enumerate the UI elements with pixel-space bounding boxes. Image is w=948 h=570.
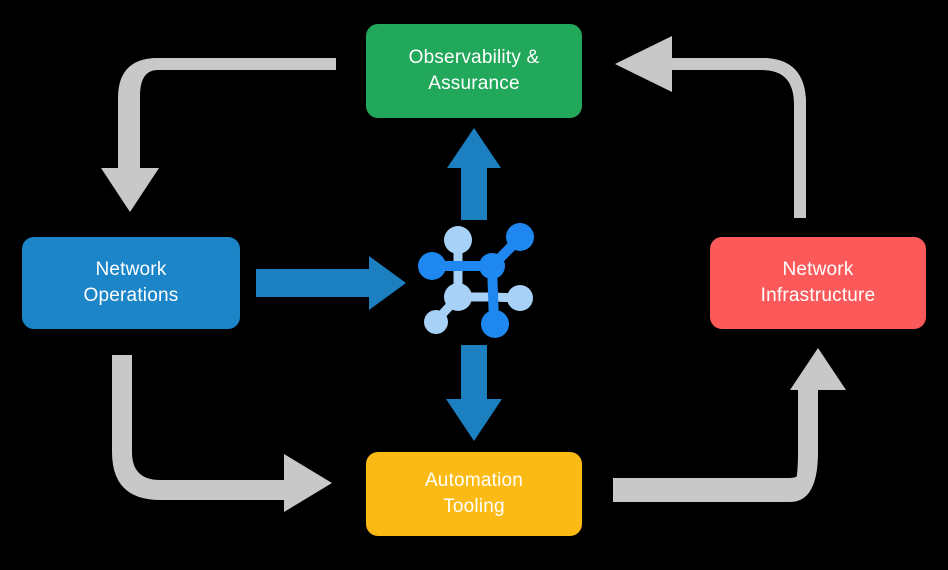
node-automation-label: Automation Tooling — [424, 470, 524, 517]
connector-operations-to-automation — [112, 355, 332, 512]
connector-observability-to-operations — [101, 58, 336, 212]
node-observability-assurance[interactable]: Observability & Assurance — [366, 24, 582, 118]
connector-infrastructure-to-observability — [615, 36, 806, 218]
node-network-infrastructure[interactable]: Network Infrastructure — [710, 237, 926, 329]
connector-automation-to-infrastructure — [613, 348, 846, 502]
node-observability-label: Observability & Assurance — [408, 47, 540, 94]
node-automation-tooling[interactable]: Automation Tooling — [366, 452, 582, 536]
connector-center-to-automation — [446, 345, 502, 441]
node-operations-label: Network Operations — [83, 259, 179, 306]
network-topology-icon — [418, 223, 534, 338]
connector-center-to-observability — [447, 128, 501, 220]
node-infrastructure-label: Network Infrastructure — [760, 259, 876, 306]
connector-operations-to-center — [256, 256, 406, 310]
node-network-operations[interactable]: Network Operations — [22, 237, 240, 329]
